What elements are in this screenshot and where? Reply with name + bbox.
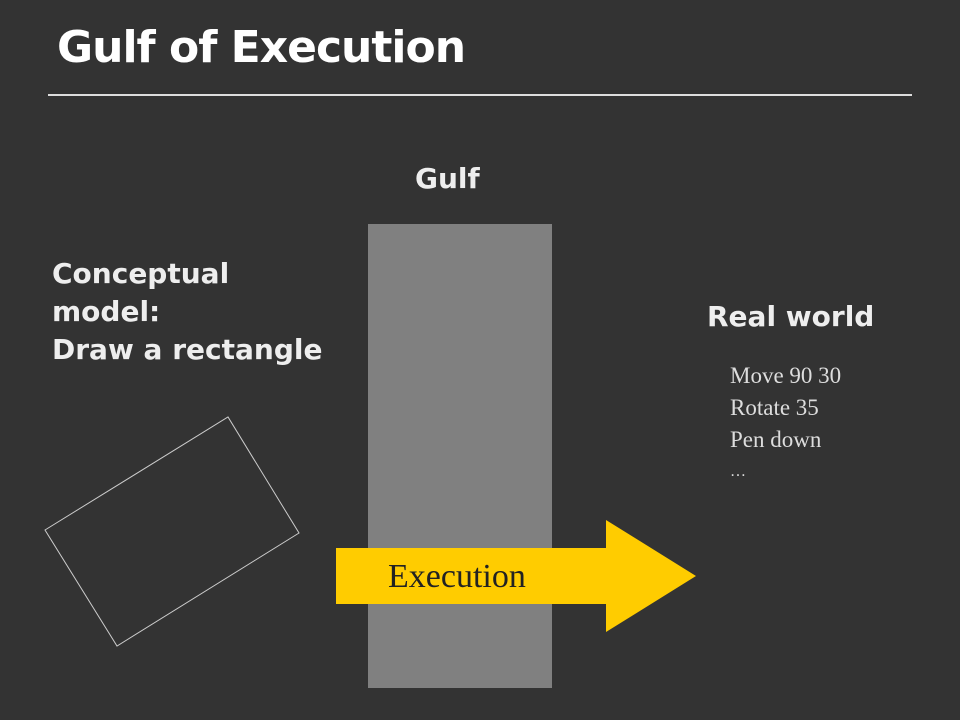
command-item: Pen down [730,427,822,452]
gulf-label: Gulf [415,162,480,195]
command-item: Move 90 30 [730,363,842,388]
execution-arrow [336,520,696,632]
rotated-rectangle [44,416,300,647]
command-item: … [730,463,746,480]
conceptual-model-label: Conceptual model: Draw a rectangle [52,257,323,366]
execution-label: Execution [388,558,526,595]
command-item: Rotate 35 [730,395,819,420]
title-divider [48,94,912,96]
gulf-bar [368,224,552,688]
command-list: Move 90 30 Rotate 35 Pen down … [730,360,841,488]
slide-title: Gulf of Execution [57,22,466,73]
real-world-label: Real world [707,300,875,333]
